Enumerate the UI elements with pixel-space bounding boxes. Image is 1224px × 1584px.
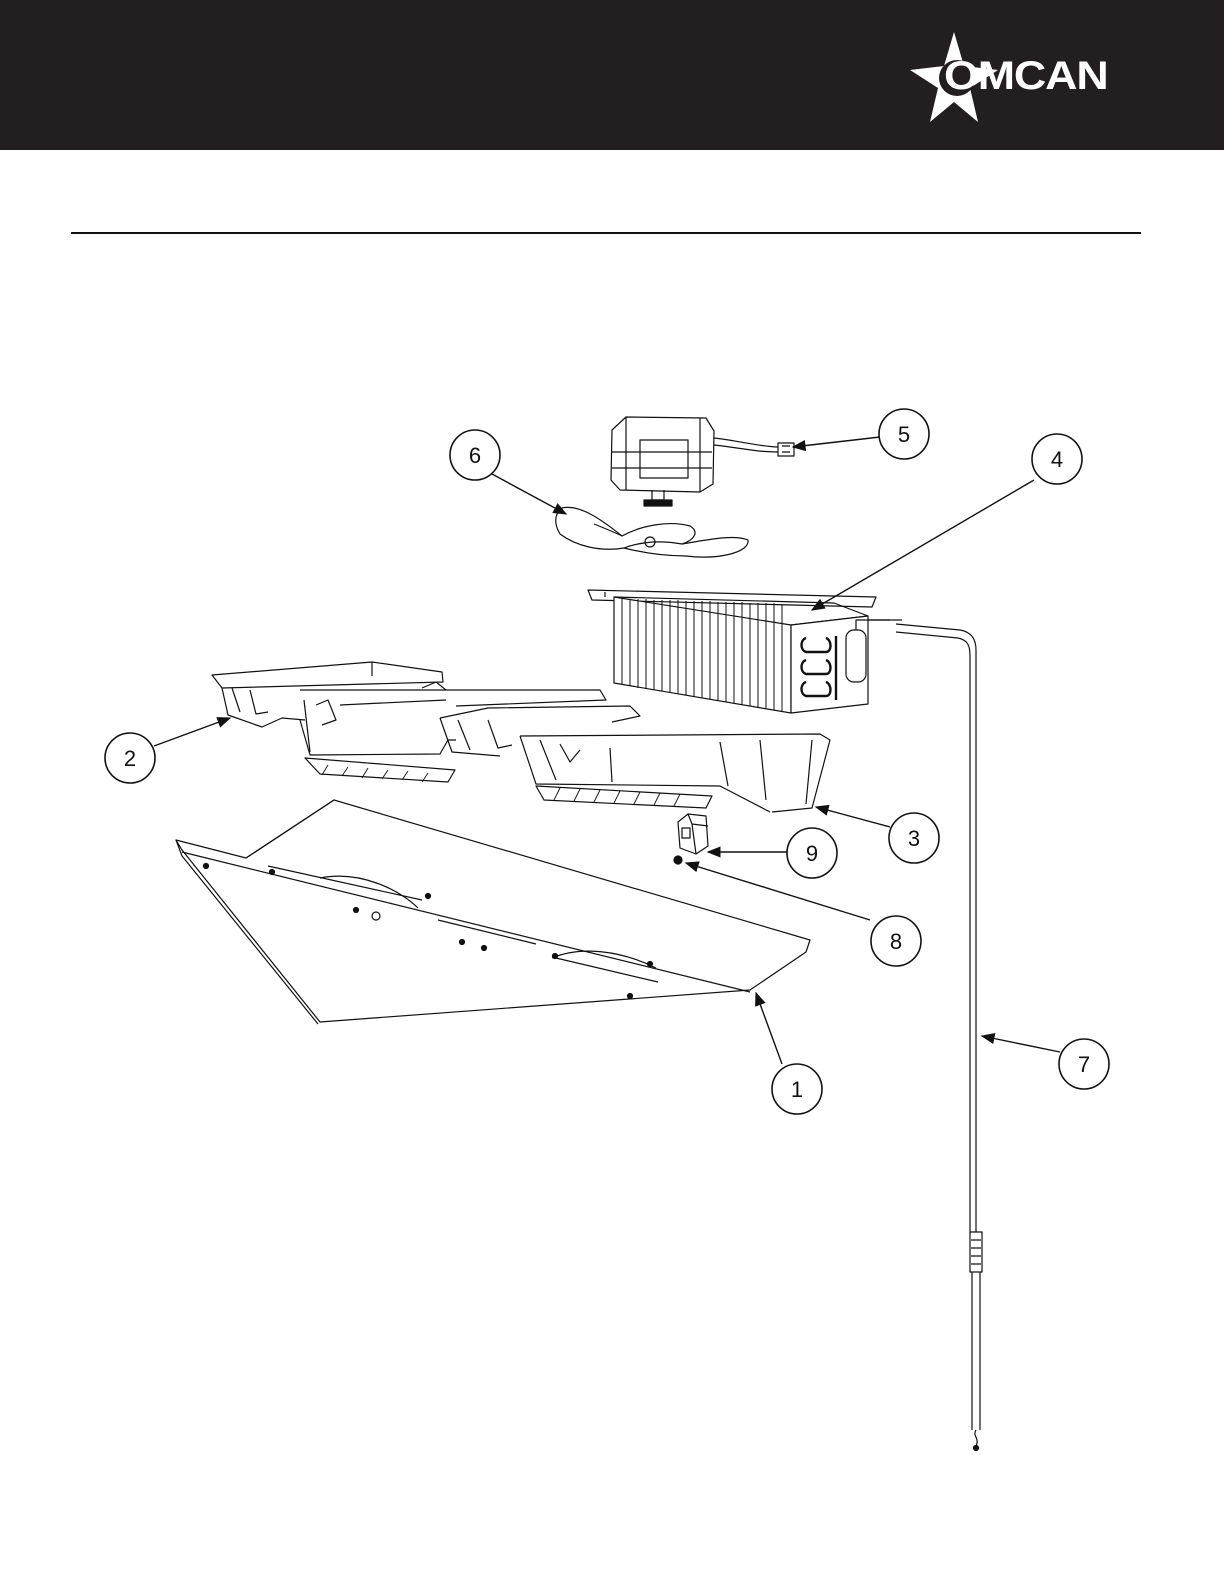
screw-part xyxy=(674,856,682,864)
svg-text:7: 7 xyxy=(1078,1052,1090,1077)
callout-6: 6 xyxy=(450,430,500,480)
svg-text:3: 3 xyxy=(908,826,920,851)
drain-tray-left-part xyxy=(212,662,606,782)
callout-5: 5 xyxy=(879,409,929,459)
svg-text:9: 9 xyxy=(806,841,818,866)
fan-blade-part xyxy=(556,507,748,557)
callout-2: 2 xyxy=(105,733,155,783)
fan-motor-part xyxy=(611,417,794,506)
evaporator-coil-part xyxy=(588,590,890,713)
svg-text:8: 8 xyxy=(890,929,902,954)
capillary-tube-part xyxy=(868,620,982,1451)
callout-8: 8 xyxy=(871,916,921,966)
svg-text:6: 6 xyxy=(469,443,481,468)
drain-tray-right-part xyxy=(440,706,830,812)
callout-4: 4 xyxy=(1032,434,1082,484)
callout-7: 7 xyxy=(1059,1039,1109,1089)
svg-text:1: 1 xyxy=(791,1077,803,1102)
callout-3: 3 xyxy=(889,813,939,863)
control-box-part xyxy=(678,814,708,854)
callout-9: 9 xyxy=(787,828,837,878)
svg-text:2: 2 xyxy=(124,746,136,771)
callout-1: 1 xyxy=(772,1064,822,1114)
svg-text:5: 5 xyxy=(898,422,910,447)
bottom-cover-panel-part xyxy=(176,800,810,1024)
svg-text:4: 4 xyxy=(1051,447,1063,472)
